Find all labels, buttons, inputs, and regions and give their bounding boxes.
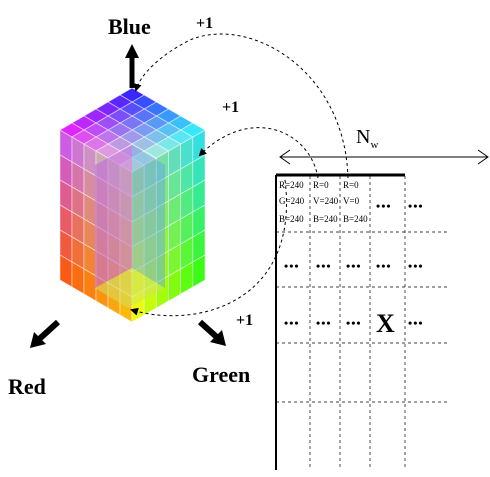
- ellipsis: •••: [316, 316, 332, 330]
- ellipsis: •••: [284, 316, 300, 330]
- red-increment-arrow: [130, 179, 287, 317]
- cell-text: V=240: [313, 196, 339, 206]
- color-cube: [59, 87, 206, 323]
- ellipsis: •••: [316, 259, 332, 273]
- green-axis: [197, 319, 226, 346]
- ellipsis: •••: [408, 259, 424, 273]
- cube-top-face: [59, 87, 206, 173]
- width-indicator: Nw: [279, 126, 489, 165]
- blue-increment-label: +1: [196, 15, 213, 32]
- ellipsis: •••: [346, 259, 362, 273]
- cell-text: R=0: [313, 180, 329, 190]
- cube-cavity-floor: [95, 268, 165, 308]
- cell-text: B=240: [313, 214, 338, 224]
- ellipsis: •••: [408, 199, 424, 213]
- current-pixel-marker: X: [376, 309, 395, 338]
- green-increment-arrow: [198, 127, 319, 179]
- green-axis-label: Green: [192, 362, 250, 387]
- cell-text: B=240: [279, 214, 304, 224]
- cube-cavity-back-left: [95, 145, 132, 288]
- increment-arrows: [130, 33, 349, 317]
- ellipsis: •••: [408, 316, 424, 330]
- red-axis: [30, 319, 61, 348]
- cell-text: V=0: [343, 196, 360, 206]
- grid-cell-0-0: R=240 G=240 B=240: [279, 180, 305, 224]
- ellipsis: •••: [346, 316, 362, 330]
- blue-axis-label: Blue: [108, 14, 151, 39]
- ellipsis: •••: [284, 259, 300, 273]
- ellipsis: •••: [376, 259, 392, 273]
- red-axis-label: Red: [8, 374, 46, 399]
- width-label: Nw: [356, 126, 378, 151]
- cell-text: G=240: [279, 196, 305, 206]
- cube-cell: [192, 254, 206, 288]
- grid-cell-0-1: R=0 V=240 B=240: [313, 180, 339, 224]
- ellipsis: •••: [376, 199, 392, 213]
- cell-text: R=240: [279, 180, 304, 190]
- pixel-grid: [275, 173, 450, 470]
- blue-axis: [125, 44, 139, 88]
- cell-text: R=0: [343, 180, 359, 190]
- cell-text: B=240: [343, 214, 368, 224]
- grid-cell-0-2: R=0 V=0 B=240: [343, 180, 368, 224]
- cube-cavity-back-right: [132, 145, 165, 288]
- red-increment-label: +1: [236, 312, 253, 329]
- green-increment-label: +1: [222, 99, 239, 116]
